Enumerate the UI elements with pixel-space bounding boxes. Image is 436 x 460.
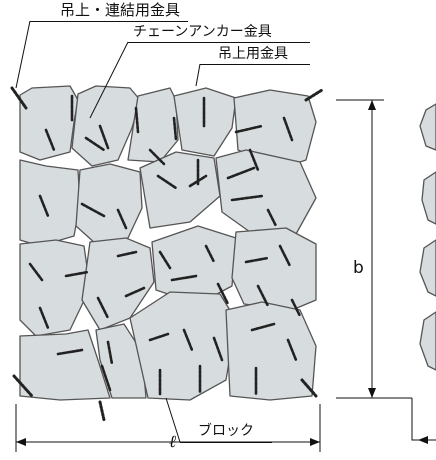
chain-anchor-31 bbox=[170, 274, 198, 282]
dimension-b-label: b bbox=[353, 258, 364, 278]
chain-anchor-20 bbox=[266, 208, 278, 228]
chain-anchor-24 bbox=[158, 250, 172, 270]
block-11 bbox=[81, 237, 155, 331]
block-2 bbox=[71, 85, 141, 167]
leader-lines bbox=[15, 20, 201, 443]
chain-anchor-21 bbox=[28, 262, 44, 282]
block-3 bbox=[127, 87, 179, 163]
chain-anchor-22 bbox=[64, 270, 90, 278]
chain-anchor-33 bbox=[256, 284, 270, 308]
chain-anchor-23 bbox=[116, 250, 138, 258]
chain-anchor-15 bbox=[80, 202, 106, 218]
block-6 bbox=[19, 159, 81, 247]
chain-anchor-26 bbox=[244, 256, 270, 264]
corner-fitting-1 bbox=[10, 86, 28, 110]
dimension-b-arrow-top bbox=[368, 100, 376, 110]
chain-anchor-4 bbox=[172, 116, 178, 142]
label-lifting-connecting-fitting: 吊上・連結用金具 bbox=[60, 1, 181, 19]
block-8 bbox=[139, 151, 221, 229]
block-14 bbox=[19, 329, 111, 401]
chain-anchor-2 bbox=[98, 124, 110, 150]
block-16 bbox=[129, 291, 237, 401]
chain-anchor-18 bbox=[188, 174, 208, 188]
chain-anchor-27 bbox=[278, 244, 292, 268]
chain-anchor-9 bbox=[44, 128, 56, 152]
underline-lifting-connecting bbox=[30, 21, 188, 22]
chain-anchor-3 bbox=[134, 106, 140, 134]
underline-block bbox=[180, 442, 272, 443]
block-1 bbox=[19, 85, 79, 161]
leader-block bbox=[165, 397, 181, 443]
label-lifting-fitting: 吊上用金具 bbox=[218, 46, 288, 62]
chain-anchor-42 bbox=[100, 364, 112, 392]
block-12 bbox=[151, 225, 237, 305]
adjacent-block-1 bbox=[419, 103, 436, 151]
adjacent-block-2 bbox=[421, 171, 436, 225]
block-9 bbox=[215, 149, 317, 235]
adjacent-mat-partial bbox=[411, 103, 436, 444]
chain-anchor-40 bbox=[250, 322, 276, 332]
chain-anchor-10 bbox=[84, 136, 106, 152]
dimension-l-arrow-right bbox=[310, 438, 320, 446]
chain-anchor-25 bbox=[204, 244, 216, 264]
dimension-l-label: ℓ bbox=[169, 432, 177, 452]
block-17 bbox=[225, 301, 317, 401]
chain-anchor-16 bbox=[116, 208, 128, 230]
chain-anchor-7 bbox=[248, 148, 260, 172]
chain-anchor-29 bbox=[96, 296, 110, 320]
chain-anchor-36 bbox=[106, 340, 114, 366]
corner-fitting-4 bbox=[300, 378, 318, 398]
chain-anchor-fittings bbox=[28, 94, 302, 396]
chain-anchor-35 bbox=[56, 348, 84, 356]
chain-anchor-17 bbox=[156, 174, 178, 190]
chain-anchor-38 bbox=[182, 328, 194, 352]
adjacent-block-4 bbox=[419, 311, 436, 371]
adjacent-dimension-arrow bbox=[418, 436, 428, 444]
adjacent-dimension-line bbox=[411, 398, 436, 441]
chain-anchor-37 bbox=[148, 332, 170, 342]
chain-anchor-14 bbox=[38, 194, 50, 218]
chain-anchor-30 bbox=[124, 286, 146, 298]
corner-fitting-2 bbox=[304, 88, 324, 102]
leader-chain-anchor bbox=[89, 41, 129, 119]
chain-anchor-19 bbox=[230, 194, 264, 202]
chain-anchor-28 bbox=[38, 306, 50, 330]
corner-lifting-fittings bbox=[10, 86, 324, 422]
chain-anchor-8 bbox=[282, 116, 294, 142]
chain-anchor-13 bbox=[226, 166, 256, 180]
block-7 bbox=[75, 163, 143, 245]
underline-lifting bbox=[200, 64, 310, 65]
corner-fitting-3 bbox=[12, 374, 34, 398]
chain-anchor-32 bbox=[216, 282, 230, 306]
dimension-b-arrow-bottom bbox=[368, 388, 376, 398]
leader-lifting bbox=[195, 63, 201, 87]
chain-anchor-11 bbox=[148, 148, 166, 166]
label-block: ブロック bbox=[198, 423, 254, 439]
chain-anchor-39 bbox=[212, 336, 224, 362]
leader-lifting-connecting bbox=[15, 20, 31, 89]
chain-anchor-6 bbox=[234, 124, 264, 134]
chain-anchor-34 bbox=[290, 298, 302, 318]
block-13 bbox=[231, 227, 317, 311]
chain-anchor-41 bbox=[286, 338, 298, 362]
underline-chain-anchor bbox=[128, 42, 310, 43]
corner-fitting-5 bbox=[98, 400, 106, 422]
block-10 bbox=[19, 239, 91, 337]
label-chain-anchor-fitting: チェーンアンカー金具 bbox=[133, 24, 272, 40]
dimension-l-arrow-left bbox=[16, 438, 26, 446]
adjacent-block-3 bbox=[419, 239, 436, 297]
